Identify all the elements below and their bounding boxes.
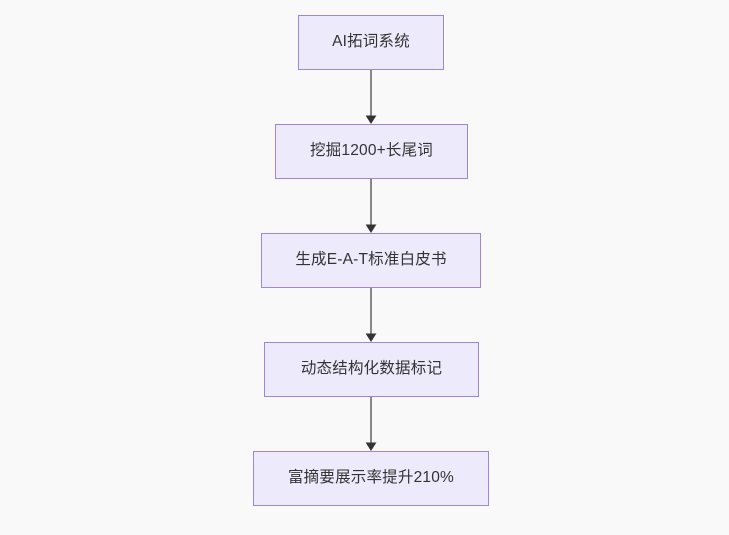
flow-edge-n4-to-n5 — [361, 397, 381, 451]
arrowhead-icon — [365, 115, 377, 124]
flow-node-n3[interactable]: 生成E-A-T标准白皮书 — [261, 233, 481, 288]
flow-edge-n1-to-n2 — [361, 70, 381, 124]
arrowhead-icon — [365, 442, 377, 451]
flow-node-label: AI拓词系统 — [332, 33, 410, 51]
flow-node-label: 富摘要展示率提升210% — [287, 469, 455, 487]
flow-node-label: 挖掘1200+长尾词 — [309, 142, 434, 160]
flow-node-n5[interactable]: 富摘要展示率提升210% — [253, 451, 489, 506]
flow-node-n1[interactable]: AI拓词系统 — [298, 15, 444, 70]
flow-edge-n3-to-n4 — [361, 288, 381, 342]
flow-node-n4[interactable]: 动态结构化数据标记 — [264, 342, 479, 397]
flow-node-label: 生成E-A-T标准白皮书 — [295, 251, 447, 269]
flow-edge-n2-to-n3 — [361, 179, 381, 233]
flow-node-n2[interactable]: 挖掘1200+长尾词 — [275, 124, 468, 179]
arrowhead-icon — [365, 333, 377, 342]
flow-node-label: 动态结构化数据标记 — [300, 360, 443, 378]
arrowhead-icon — [365, 224, 377, 233]
